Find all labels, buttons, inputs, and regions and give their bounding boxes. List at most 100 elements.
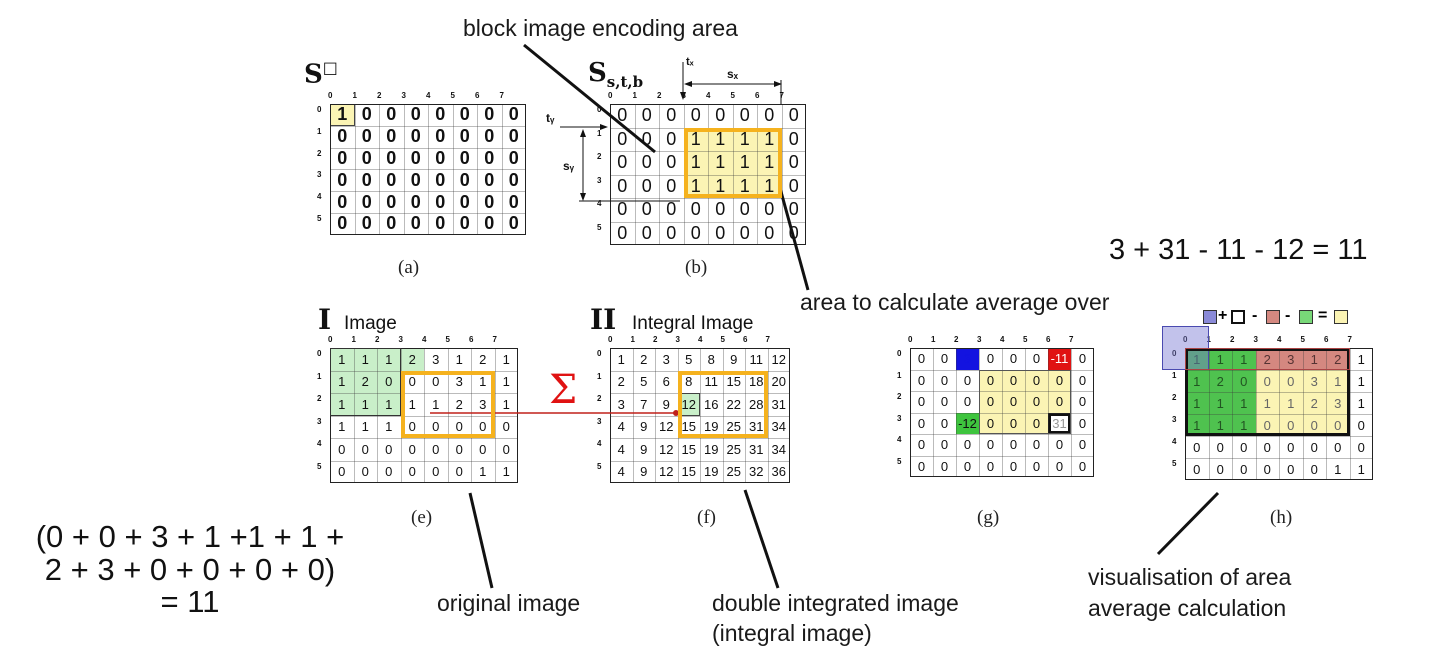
grid-line [1025, 348, 1026, 477]
panel-f-cell: 9 [640, 464, 648, 480]
panel-g-col-index: 6 [1046, 335, 1051, 344]
grid-line [1002, 348, 1003, 477]
double-integrated-label-1: double integrated image [712, 590, 959, 616]
panel-b-cell: 0 [666, 152, 677, 173]
sum-region-outline [330, 348, 401, 416]
panel-h-cell: 1 [1357, 461, 1365, 477]
panel-a-cell: 0 [459, 104, 470, 125]
panel-f-cell: 9 [640, 441, 648, 457]
grid-line [610, 198, 806, 199]
panel-e-cell: 0 [408, 464, 416, 480]
block-area-pointer [523, 43, 656, 154]
panel-g-cell: 0 [940, 394, 949, 410]
panel-g-cell: 0 [940, 351, 949, 367]
panel-a-cell: 0 [361, 104, 372, 125]
panel-f-cell: 6 [662, 374, 670, 390]
panel-h-cell: 1 [1357, 351, 1365, 367]
panel-a-row-index: 2 [317, 148, 322, 158]
panel-e-col-index: 3 [398, 335, 403, 344]
grid-line [330, 213, 526, 214]
grid-line [610, 221, 806, 223]
panel-f-cell: 31 [771, 396, 786, 412]
panel-f-cell: 2 [640, 351, 648, 367]
panel-f-cell: 25 [726, 419, 741, 435]
sx-arrowhead-left [684, 81, 692, 87]
panel-f-cell: 11 [749, 351, 764, 367]
panel-h-cell: 1 [1208, 414, 1232, 436]
panel-e-cell: 3 [479, 396, 487, 412]
legend-blue-swatch [1203, 310, 1217, 324]
panel-g-cell: 0 [1025, 391, 1048, 413]
panel-e-cell: 0 [479, 441, 487, 457]
panel-e-cell: 3 [432, 351, 440, 367]
panel-e-cell: 0 [432, 464, 440, 480]
legend-red-swatch [1266, 310, 1280, 324]
panel-h-cell: 1 [1232, 414, 1256, 436]
panel-b-col-index: 4 [706, 91, 711, 100]
panel-h-cell: 1 [1185, 370, 1209, 392]
grid-line [330, 393, 518, 394]
panel-e-row-index: 2 [317, 394, 322, 403]
panel-h-cell: 1 [1185, 348, 1209, 370]
panel-b-cell: 0 [617, 105, 628, 126]
panel-h-row-index: 0 [1172, 349, 1177, 358]
panel-g-cell: 0 [1078, 458, 1087, 474]
panel-a-cell: 0 [508, 169, 519, 190]
panel-b-cell: 1 [708, 174, 733, 198]
panel-f-cell: 12 [659, 419, 674, 435]
panel-b-row-index: 2 [597, 152, 602, 161]
grid-line [1185, 436, 1373, 437]
panel-h-cell: 0 [1334, 439, 1342, 455]
panel-e-cell: 0 [455, 464, 463, 480]
visualisation-label-2: average calculation [1088, 595, 1287, 621]
panel-e-cell: 0 [455, 419, 463, 435]
sx-label: sₓ [727, 67, 739, 81]
panel-a-cell: 0 [361, 213, 372, 234]
integral-image-pointer [743, 489, 780, 589]
panel-g-cell: 0 [1055, 458, 1064, 474]
panel-b-cell: 0 [666, 105, 677, 126]
panel-b-cell: 1 [683, 174, 708, 198]
panel-h-col-index: 7 [1347, 335, 1352, 344]
panel-a-cell: 0 [337, 147, 348, 168]
panel-g-cell: 0 [986, 437, 995, 453]
panel-f-cell: 1 [617, 351, 625, 367]
average-area-label: area to calculate average over [800, 289, 1110, 315]
panel-h-cell: 0 [1310, 439, 1318, 455]
grid-line [494, 348, 496, 483]
tx-label: tₓ [686, 56, 694, 68]
panel-a-cell: 0 [508, 147, 519, 168]
panel-g-cell: 0 [979, 391, 1002, 413]
grid-line [1279, 348, 1280, 480]
grid-line [1071, 348, 1072, 477]
panel-b-cell: 1 [732, 127, 757, 151]
panel-a-cell: 0 [435, 213, 446, 234]
sy-arrowhead-bottom [580, 193, 586, 201]
panel-g-cell: 0 [917, 351, 926, 367]
panel-h-cell: 0 [1357, 417, 1365, 433]
panel-b-cell: 0 [617, 128, 628, 149]
panel-b-cell: 1 [757, 127, 782, 151]
panel-f-cell: 15 [681, 441, 696, 457]
panel-b-row-index: 5 [597, 222, 602, 232]
panel-f-subtitle: Integral Image [632, 313, 754, 334]
panel-e-cell: 1 [330, 348, 354, 371]
panel-b-cell: 0 [666, 128, 677, 149]
grid-line [452, 104, 454, 235]
panel-a-col-index: 0 [328, 91, 333, 100]
panel-f-cell: 19 [704, 419, 719, 435]
panel-e-cell: 1 [353, 348, 377, 371]
panel-g-cell: 0 [1025, 369, 1048, 391]
panel-f-cell: 11 [704, 374, 719, 390]
manual-sum-line-1: (0 + 0 + 3 + 1 +1 + 1 + [35, 519, 345, 554]
grid-line [708, 104, 709, 245]
panel-e-cell: 1 [330, 370, 354, 393]
panel-e-cell: 1 [479, 374, 487, 390]
legend-equals: = [1318, 307, 1328, 324]
panel-e-cell: 0 [385, 441, 393, 457]
panel-a-col-index: 3 [401, 91, 406, 100]
sx-arrowhead-right [774, 81, 782, 87]
panel-g-cell: 0 [986, 458, 995, 474]
panel-f-border [610, 348, 790, 483]
